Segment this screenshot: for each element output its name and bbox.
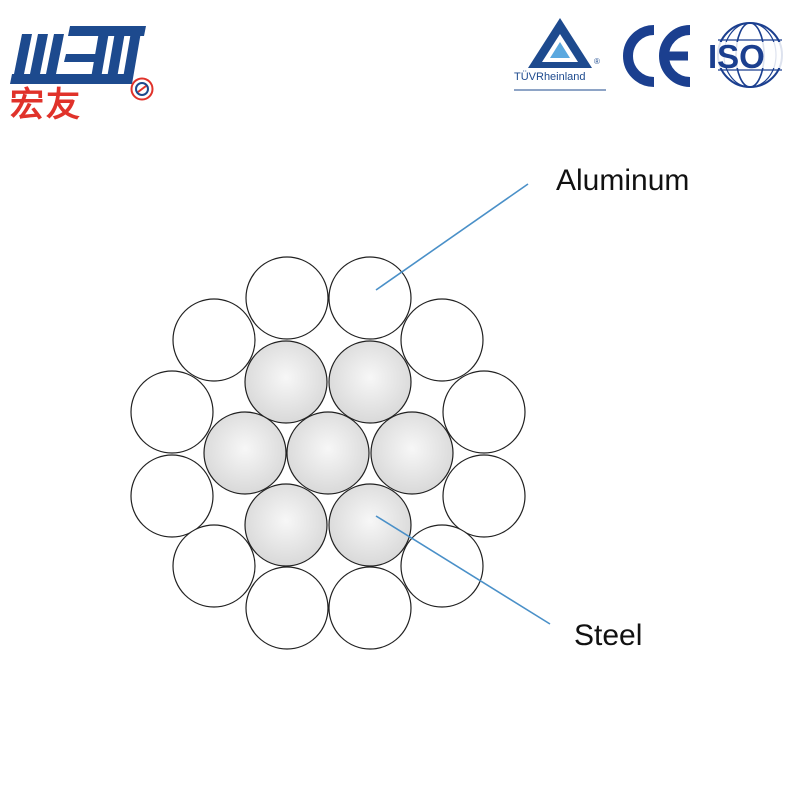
steel-strand: [370, 411, 454, 495]
aluminum-strand: [442, 370, 526, 454]
aluminum-strand: [172, 524, 256, 608]
tuv-registered-mark: ®: [594, 57, 600, 66]
aluminum-strand: [245, 566, 329, 650]
iso-text: ISO: [708, 38, 765, 75]
company-logo: [10, 26, 146, 84]
aluminum-strand: [328, 566, 412, 650]
steel-strand: [244, 483, 328, 567]
ce-mark-icon: [623, 25, 691, 87]
iso-globe-icon: [708, 22, 792, 88]
tuv-rheinland-logo-icon: [514, 18, 606, 91]
company-logo-mark-icon: [10, 26, 146, 84]
steel-strand: [328, 340, 412, 424]
aluminum-leader-line: [375, 183, 529, 291]
aluminum-strands: [130, 256, 526, 650]
steel-leader-line: [375, 515, 551, 625]
steel-strand: [244, 340, 328, 424]
aluminum-strand: [172, 298, 256, 382]
aluminum-strand: [400, 524, 484, 608]
aluminum-label: Aluminum: [556, 164, 690, 197]
aluminum-strand: [400, 298, 484, 382]
tuv-rheinland-text: TÜVRheinland: [514, 71, 586, 83]
registered-badge-icon: [130, 77, 154, 101]
aluminum-strand: [130, 454, 214, 538]
steel-strand: [286, 411, 370, 495]
steel-strand: [203, 411, 287, 495]
aluminum-strand: [245, 256, 329, 340]
steel-strand: [328, 483, 412, 567]
company-logo-text: 宏友: [10, 85, 82, 125]
steel-strands: [203, 340, 454, 567]
steel-label: Steel: [574, 619, 643, 652]
aluminum-strand: [442, 454, 526, 538]
aluminum-strand: [130, 370, 214, 454]
aluminum-strand: [328, 256, 412, 340]
